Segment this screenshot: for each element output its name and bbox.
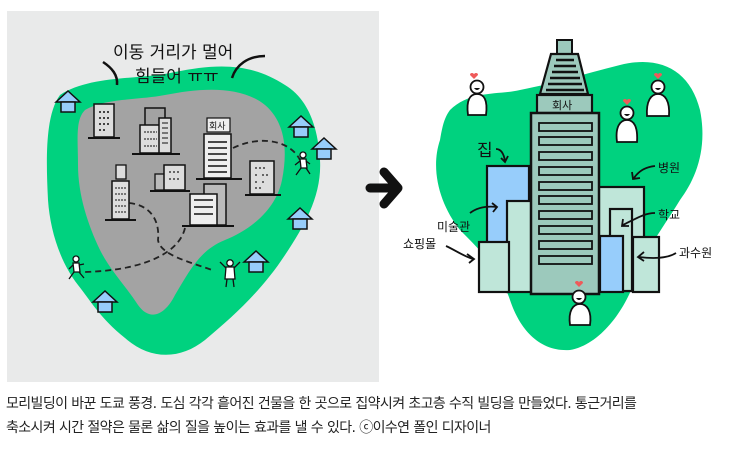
label-school: 학교	[658, 208, 680, 222]
house-icon	[286, 206, 314, 230]
office-tower: 회사	[529, 39, 601, 296]
shopping-mall-building	[477, 240, 511, 294]
office-building-icon: 회사	[196, 117, 242, 180]
running-person-icon	[68, 255, 85, 280]
building-icon	[105, 164, 136, 221]
illustration: 이동 거리가 멀어 힘들어 ㅠㅠ 회사	[7, 11, 712, 382]
museum-building	[505, 199, 535, 294]
caption-line-1: 모리빌딩이 바꾼 도쿄 풍경. 도심 각각 흩어진 건물을 한 곳으로 집약시켜…	[6, 396, 637, 412]
happy-person-icon	[568, 281, 592, 326]
building-icon	[150, 164, 190, 192]
label-shopping-mall: 쇼핑몰	[403, 237, 436, 251]
label-museum: 미술관	[437, 220, 470, 234]
blue-building	[598, 234, 625, 294]
happy-person-icon	[466, 73, 488, 116]
speech-mark-right	[230, 54, 266, 79]
cheering-person-icon	[219, 259, 241, 288]
right-arrow-icon	[365, 167, 403, 209]
tower-windows	[538, 122, 593, 265]
label-hospital: 병원	[658, 161, 680, 175]
arrow-home	[495, 148, 509, 164]
happy-person-icon	[645, 73, 671, 117]
label-orchard: 과수원	[679, 246, 712, 260]
building-icon	[88, 103, 120, 139]
house-icon	[310, 136, 338, 160]
house-icon	[54, 89, 82, 113]
building-icon	[132, 107, 180, 155]
commute-route	[84, 139, 301, 273]
running-person-icon	[294, 151, 311, 176]
arrow-museum	[469, 202, 499, 214]
arrow-hospital	[631, 165, 656, 181]
gray-downtown-area	[77, 89, 285, 315]
happy-person-icon	[615, 99, 639, 143]
arrow-school	[620, 212, 656, 227]
building-icon	[245, 160, 281, 196]
office-sign: 회사	[209, 121, 226, 132]
label-home: 집	[477, 141, 493, 161]
arrow-orchard	[636, 251, 677, 262]
orchard-building	[631, 235, 661, 294]
figure-caption: 모리빌딩이 바꾼 도쿄 풍경. 도심 각각 흩어진 건물을 한 곳으로 집약시켜…	[6, 392, 741, 440]
right-panel: 회사 집 병원 미술관 학교 쇼핑몰 과수원	[403, 39, 712, 351]
house-icon	[242, 249, 270, 273]
speech-mark-left	[102, 60, 119, 86]
house-icon	[91, 289, 119, 313]
building-icon	[182, 183, 234, 227]
tower-sign: 회사	[552, 99, 572, 112]
house-icon	[287, 114, 315, 138]
caption-line-2: 축소시켜 시간 절약은 물론 삶의 질을 높이는 효과를 낼 수 있다. ⓒ이수…	[6, 420, 491, 436]
speech-line-1: 이동 거리가 멀어	[113, 43, 233, 63]
arrow-shopping-mall	[445, 245, 476, 264]
left-panel: 이동 거리가 멀어 힘들어 ㅠㅠ 회사	[7, 11, 379, 382]
speech-line-2: 힘들어 ㅠㅠ	[135, 67, 219, 87]
